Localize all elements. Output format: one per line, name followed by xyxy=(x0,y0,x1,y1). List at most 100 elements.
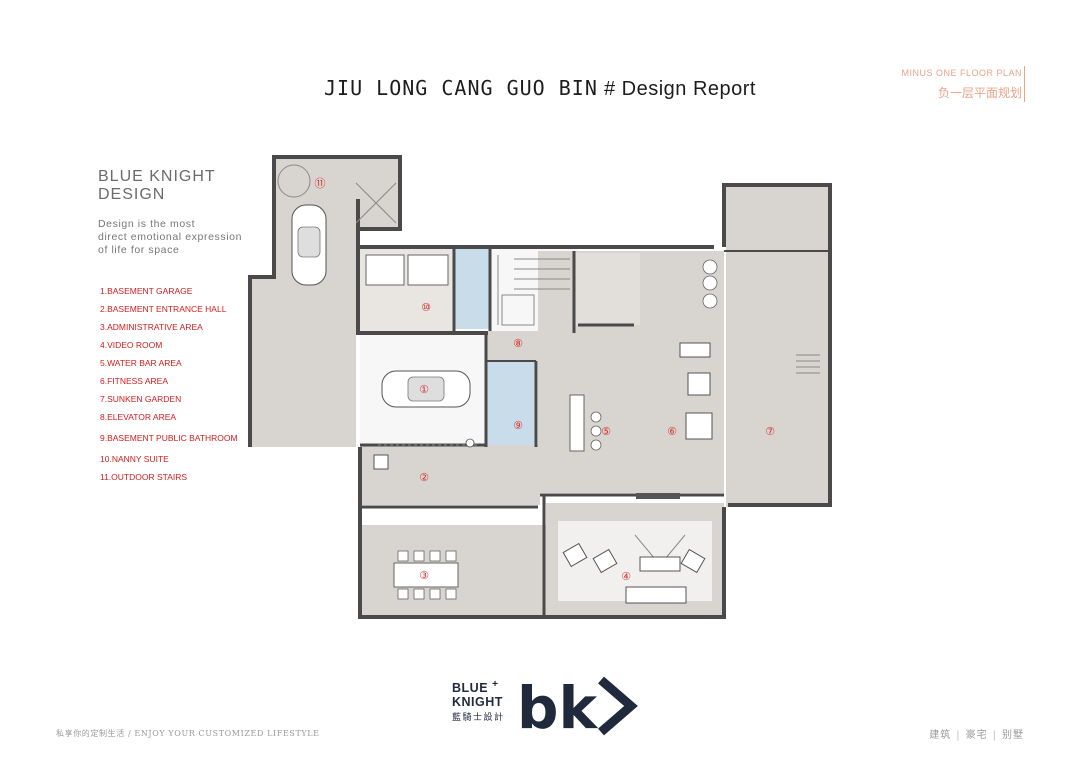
room-legend: 1.BASEMENT GARAGE 2.BASEMENT ENTRANCE HA… xyxy=(100,286,238,490)
sunken-garden-floor xyxy=(726,251,830,507)
bar-stool xyxy=(590,425,602,437)
plan-furniture xyxy=(291,204,718,604)
round-table-icon xyxy=(702,275,718,291)
room-marker-2: ② xyxy=(419,471,429,484)
stair-area-floor xyxy=(272,159,400,199)
bed-icon xyxy=(407,254,449,286)
report-label: Design Report xyxy=(621,78,756,100)
chair-icon xyxy=(413,550,425,562)
dining-table xyxy=(393,562,459,588)
bed-icon xyxy=(365,254,405,286)
footer-category: 建筑 xyxy=(929,730,952,741)
legend-item: 4.VIDEO ROOM xyxy=(100,340,163,350)
floor-plan-caption: MINUS ONE FLOOR PLAN 负一层平面规划 xyxy=(901,68,1022,101)
logo-mark-text: bk xyxy=(517,674,599,742)
tagline-line-2: direct emotional expression xyxy=(98,231,243,243)
bath-floor xyxy=(454,247,490,329)
room-marker-10: ⑩ xyxy=(421,301,431,314)
chair-icon xyxy=(429,550,441,562)
bk-logo-icon: bk xyxy=(517,674,638,742)
sofa-icon xyxy=(625,586,687,604)
room-marker-9: ⑨ xyxy=(513,419,523,432)
room-marker-1: ① xyxy=(419,383,429,396)
legend-item: 2.BASEMENT ENTRANCE HALL xyxy=(100,304,227,314)
legend-item: 8.ELEVATOR AREA xyxy=(100,412,177,422)
plan-floors xyxy=(250,159,830,617)
bar-stool xyxy=(590,411,602,423)
legend-item: 10.NANNY SUITE xyxy=(100,454,169,464)
spiral-stair-outline xyxy=(277,164,311,198)
page-title: JIU LONG CANG GUO BIN # Design Report xyxy=(0,76,1080,101)
legend-item: 5.WATER BAR AREA xyxy=(100,358,182,368)
garage-floor xyxy=(250,277,356,447)
legend-item: 11.OUTDOOR STAIRS xyxy=(100,472,188,482)
floor-plan-caption-en: MINUS ONE FLOOR PLAN xyxy=(901,68,1022,78)
round-table-icon xyxy=(702,259,718,275)
armchair-icon xyxy=(680,548,706,574)
footer-category: 别墅 xyxy=(1002,730,1024,741)
project-name: JIU LONG CANG GUO BIN xyxy=(324,76,598,100)
bar-counter xyxy=(569,394,585,452)
brand-heading: BLUE KNIGHT DESIGN xyxy=(98,168,216,204)
legend-item: 7.SUNKEN GARDEN xyxy=(100,394,182,404)
legend-item: 3.ADMINISTRATIVE AREA xyxy=(100,322,203,332)
garage-outer-wall xyxy=(248,155,402,447)
plan-details xyxy=(277,164,820,566)
logo-zh: 藍騎士設計 xyxy=(452,712,505,723)
entrance-hall-floor xyxy=(360,445,540,505)
south-wall xyxy=(358,447,726,619)
gym-machine-icon xyxy=(685,412,713,440)
tagline-line-3: of life for space xyxy=(98,244,180,256)
car-windshield xyxy=(407,376,445,402)
armchair-icon xyxy=(562,542,588,568)
header-accent-bar xyxy=(1024,66,1025,102)
brand-line-1: BLUE KNIGHT xyxy=(98,168,216,185)
stair-landing-floor xyxy=(356,199,398,227)
logo-line-2: KNIGHT xyxy=(452,695,503,710)
brand-tagline: Design is the most direct emotional expr… xyxy=(98,218,242,257)
room-marker-3: ③ xyxy=(419,569,429,582)
logo-chevron xyxy=(598,676,638,736)
room-marker-8: ⑧ xyxy=(513,337,523,350)
legend-item: 9.BASEMENT PUBLIC BATHROOM xyxy=(100,433,238,443)
screen-icon xyxy=(636,493,680,499)
logo-line-1: BLUE xyxy=(452,681,489,696)
footer-categories: 建筑|豪宅|别墅 xyxy=(929,730,1024,741)
tagline-line-1: Design is the most xyxy=(98,218,196,230)
plan-walls xyxy=(248,155,832,619)
gym-machine-icon xyxy=(687,372,711,396)
title-hash: # xyxy=(603,78,616,100)
footer-slogan: 私享你的定制生活 / ENJOY YOUR CUSTOMIZED LIFESTY… xyxy=(56,729,320,738)
chair-icon xyxy=(429,588,441,600)
brand-line-2: DESIGN xyxy=(98,186,166,203)
media-table xyxy=(639,556,681,572)
legend-item: 6.FITNESS AREA xyxy=(100,376,169,386)
armchair-icon xyxy=(592,548,618,574)
stair-hatch-2 xyxy=(355,182,397,224)
chair-icon xyxy=(397,588,409,600)
footer-category: 豪宅 xyxy=(965,730,988,741)
chair-icon xyxy=(397,550,409,562)
car-windshield xyxy=(297,226,321,258)
hall-alcove-floor xyxy=(574,253,640,325)
room-marker-5: ⑤ xyxy=(601,425,611,438)
round-table-icon xyxy=(702,293,718,309)
chair-icon xyxy=(445,550,457,562)
floor-plan-caption-zh: 负一层平面规划 xyxy=(937,86,1022,100)
elevator-shaft xyxy=(501,294,535,326)
plant-icon xyxy=(465,438,475,448)
legend-item: 1.BASEMENT GARAGE xyxy=(100,286,193,296)
room-marker-4: ④ xyxy=(621,570,631,583)
entry-chair-icon xyxy=(373,454,389,470)
garden-upper-floor xyxy=(726,183,830,251)
chair-icon xyxy=(413,588,425,600)
logo-plus: + xyxy=(492,679,499,690)
room-markers: ① ② ③ ④ ⑤ ⑥ ⑦ ⑧ ⑨ ⑩ ⑪ xyxy=(315,177,776,583)
floor-plan: ① ② ③ ④ ⑤ ⑥ ⑦ ⑧ ⑨ ⑩ ⑪ xyxy=(248,155,832,619)
room-marker-11: ⑪ xyxy=(315,177,326,190)
treadmill-icon xyxy=(679,342,711,358)
room-marker-7: ⑦ xyxy=(765,425,775,438)
bathroom-floor xyxy=(486,361,536,447)
company-logo-text: BLUE + KNIGHT 藍騎士設計 xyxy=(452,678,505,724)
chair-icon xyxy=(445,588,457,600)
